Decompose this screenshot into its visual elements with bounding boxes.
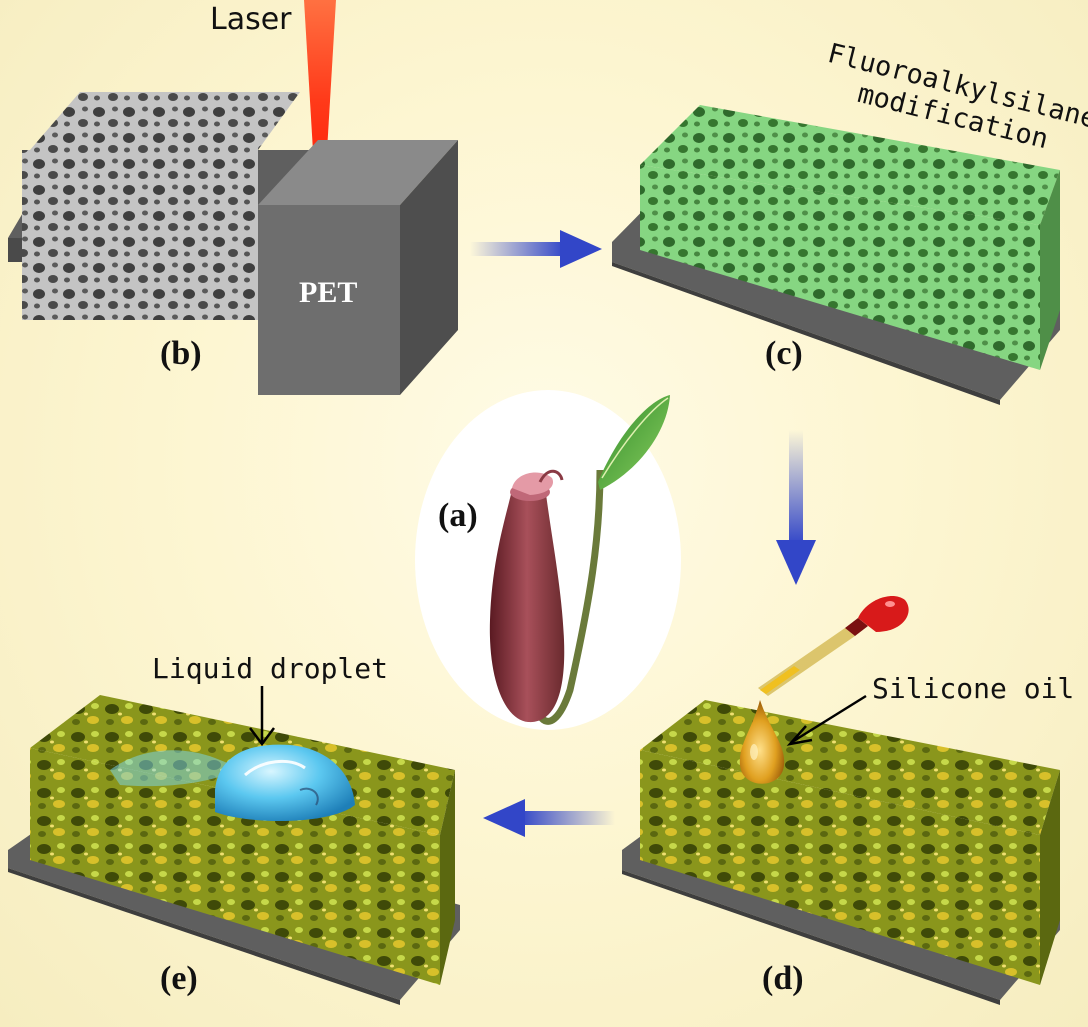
silicone-oil-label: Silicone oil [872,672,1075,705]
panel-label-d: (d) [762,960,804,997]
dropper-icon [758,596,909,696]
panel-d-illustration [622,596,1060,1005]
panel-e-illustration [8,686,460,1005]
process-arrow-d-to-e [483,799,615,837]
panel-label-e: (e) [160,960,198,997]
water-droplet-icon [110,744,355,822]
panel-label-b: (b) [160,335,202,372]
process-arrow-c-to-d [776,430,816,585]
oil-drop-icon [739,700,785,784]
panel-c-illustration [612,105,1060,405]
panel-b-illustration [8,0,458,395]
liquid-droplet-pointer-arrow [249,686,275,747]
porous-scaffold-green-front [640,165,1040,370]
silicone-oil-pointer-arrow [786,694,867,746]
pet-label: PET [299,276,358,309]
laser-label: Laser [210,2,292,37]
porous-scaffold-green-top [640,105,1060,225]
porous-scaffold-gray-top [30,92,300,150]
oil-infused-surface-d-top [640,700,1060,835]
oil-infused-surface-d-front [640,750,1040,985]
pitcher-plant-icon [489,395,670,725]
oil-infused-surface-e-front [30,748,440,985]
process-arrow-b-to-c [470,230,602,268]
panel-label-a: (a) [438,497,478,534]
pet-block-icon [258,140,458,395]
panel-a-illustration [415,390,681,730]
panel-label-c: (c) [765,335,803,372]
liquid-droplet-label: Liquid droplet [152,652,389,685]
